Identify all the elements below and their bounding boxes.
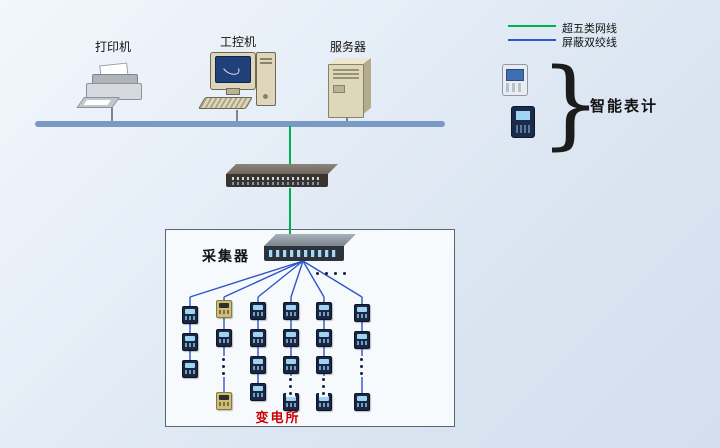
substation-label: 变电所 xyxy=(255,411,301,426)
printer-label: 打印机 xyxy=(94,40,131,54)
meter-wire xyxy=(302,260,325,298)
smart-meter-icon-2 xyxy=(511,106,535,138)
switch-ports xyxy=(232,177,322,180)
meter-wire xyxy=(223,260,304,298)
smart-meter-label: 智能表计 xyxy=(590,97,659,115)
switch-ports xyxy=(232,182,322,185)
meter-wire xyxy=(257,260,304,298)
meter-wire xyxy=(302,260,363,298)
network-switch-icon xyxy=(226,164,338,190)
collector-label: 采集器 xyxy=(202,249,250,265)
monitor-icon xyxy=(210,52,256,90)
pc-tower-icon xyxy=(256,52,276,106)
legend-cat5-label: 超五类网线 xyxy=(562,22,617,35)
substation-box xyxy=(165,229,455,427)
printer-icon xyxy=(76,62,142,110)
keyboard-icon xyxy=(198,97,253,109)
continuation-dots-horizontal xyxy=(316,272,346,275)
server-label: 服务器 xyxy=(329,40,366,54)
brace-icon: } xyxy=(540,48,602,160)
smart-meter-icon-1 xyxy=(502,64,528,96)
collector-icon xyxy=(264,234,356,263)
ipc-label: 工控机 xyxy=(219,35,256,49)
meter-wire xyxy=(290,260,304,298)
industrial-pc-icon xyxy=(198,50,278,112)
meter-wire xyxy=(189,260,304,298)
collector-ports xyxy=(269,250,339,257)
legend-stp-label: 屏蔽双绞线 xyxy=(562,36,617,49)
server-icon xyxy=(328,58,374,118)
